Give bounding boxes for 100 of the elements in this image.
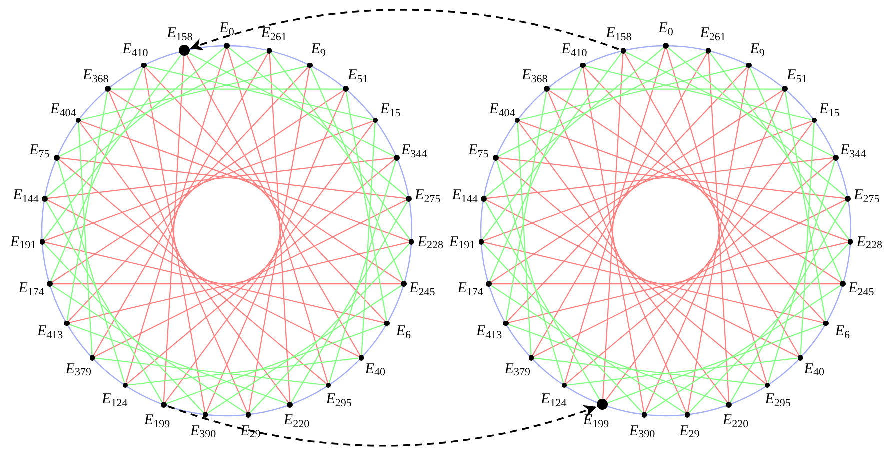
chord-line bbox=[189, 52, 395, 157]
chord-line bbox=[163, 56, 185, 402]
vertex-label: E$_{15}$ bbox=[820, 102, 840, 118]
chord-line bbox=[146, 67, 386, 322]
vertex-label: E$_{344}$ bbox=[401, 144, 428, 158]
chord-line bbox=[689, 243, 850, 414]
chord-line bbox=[496, 160, 564, 384]
chord-line bbox=[549, 90, 842, 283]
chord-line bbox=[94, 200, 407, 358]
chord-line bbox=[750, 68, 843, 282]
vertex-label: E$_{261}$ bbox=[700, 26, 726, 42]
vertex-label: E$_{9}$ bbox=[750, 42, 765, 58]
chord-line bbox=[46, 47, 226, 198]
vertex-label: E$_{413}$ bbox=[476, 324, 502, 340]
chord-line bbox=[208, 285, 402, 414]
chord-line bbox=[490, 90, 783, 283]
chord-line bbox=[645, 92, 784, 412]
chord-line bbox=[668, 47, 846, 198]
vertex-label: E$_{245}$ bbox=[410, 281, 436, 296]
chord-line bbox=[128, 358, 359, 386]
vertex-label: E$_{404}$ bbox=[50, 102, 76, 118]
chord-line bbox=[146, 66, 373, 120]
chord-line bbox=[482, 52, 622, 240]
chord-line bbox=[127, 159, 396, 384]
chord-line bbox=[269, 54, 291, 402]
chord-line bbox=[486, 200, 798, 358]
vertex-label: E$_{124}$ bbox=[102, 392, 128, 408]
chord-line bbox=[550, 88, 782, 90]
vertex-label: E$_{51}$ bbox=[787, 68, 808, 84]
chord-line bbox=[666, 48, 768, 384]
chord-line bbox=[548, 92, 687, 412]
chord-line bbox=[520, 66, 746, 120]
chord-line bbox=[66, 92, 108, 321]
vertex-label: E$_{295}$ bbox=[765, 392, 791, 408]
chord-line bbox=[93, 53, 269, 356]
chord-line bbox=[69, 324, 288, 404]
vertex-label: E$_{368}$ bbox=[522, 68, 548, 84]
chord-line bbox=[602, 54, 624, 400]
chord-line bbox=[518, 122, 728, 403]
vertex-label: E$_{9}$ bbox=[311, 42, 326, 58]
chord-line bbox=[57, 160, 126, 384]
chord-line bbox=[534, 200, 846, 358]
chord-line bbox=[126, 48, 227, 384]
chord-line bbox=[507, 67, 748, 322]
vertex-label: E$_{275}$ bbox=[854, 188, 880, 204]
chord-line bbox=[110, 90, 402, 283]
vertex-label: E$_{6}$ bbox=[396, 324, 411, 340]
chord-line bbox=[346, 92, 388, 321]
chord-line bbox=[46, 201, 163, 403]
chord-line bbox=[50, 68, 144, 282]
vertex-label: E$_{75}$ bbox=[468, 144, 489, 158]
chord-line bbox=[186, 55, 361, 356]
chord-line bbox=[59, 52, 268, 157]
chord-line bbox=[227, 48, 328, 384]
chord-line bbox=[800, 123, 815, 356]
chord-line bbox=[784, 92, 826, 321]
vertex-label: E$_{0}$ bbox=[220, 22, 234, 36]
chord-line bbox=[110, 88, 344, 90]
vertex-label: E$_{261}$ bbox=[261, 26, 287, 42]
vertex-label: E$_{228}$ bbox=[856, 235, 882, 250]
chord-line bbox=[508, 324, 727, 404]
vertex-label: E$_{51}$ bbox=[348, 68, 368, 84]
chord-line bbox=[498, 52, 706, 157]
chord-line bbox=[506, 92, 548, 321]
vertex-label: E$_{40}$ bbox=[804, 362, 824, 378]
chord-line bbox=[144, 68, 206, 412]
chord-line bbox=[228, 47, 408, 198]
chord-line bbox=[361, 123, 376, 356]
chord-line bbox=[484, 201, 600, 400]
chord-line bbox=[582, 68, 645, 412]
vertex-label: E$_{410}$ bbox=[562, 42, 588, 58]
chord-line bbox=[517, 123, 532, 356]
chord-line bbox=[566, 159, 834, 384]
vertex-label: E$_{228}$ bbox=[418, 235, 444, 250]
chord-line bbox=[730, 201, 848, 403]
chord-line bbox=[52, 284, 402, 285]
vertex-label: E$_{191}$ bbox=[10, 235, 36, 250]
vertex-label: E$_{390}$ bbox=[190, 424, 216, 440]
chord-line bbox=[626, 52, 834, 157]
chord-line bbox=[492, 284, 840, 285]
vertex-label: E$_{220}$ bbox=[722, 413, 749, 428]
chord-line bbox=[166, 324, 385, 404]
chord-line bbox=[687, 68, 750, 412]
vertex-label: E$_{220}$ bbox=[284, 413, 310, 428]
chord-line bbox=[490, 285, 686, 414]
vertex-label: E$_{199}$ bbox=[144, 413, 170, 428]
chord-line bbox=[608, 324, 824, 404]
vertex-label: E$_{379}$ bbox=[504, 362, 530, 378]
chord-line bbox=[534, 358, 765, 386]
chord-line bbox=[646, 285, 842, 414]
vertex-label: E$_{15}$ bbox=[380, 102, 401, 118]
chord-line bbox=[768, 160, 836, 384]
chord-line bbox=[486, 47, 664, 198]
chord-line bbox=[52, 90, 344, 283]
vertex-label: E$_{404}$ bbox=[490, 102, 516, 118]
vertex-label: E$_{40}$ bbox=[365, 362, 386, 378]
chord-line bbox=[80, 122, 290, 403]
vertex-label: E$_{174}$ bbox=[458, 281, 484, 296]
vertex-label: E$_{199}$ bbox=[583, 413, 610, 428]
chord-line bbox=[584, 67, 825, 322]
